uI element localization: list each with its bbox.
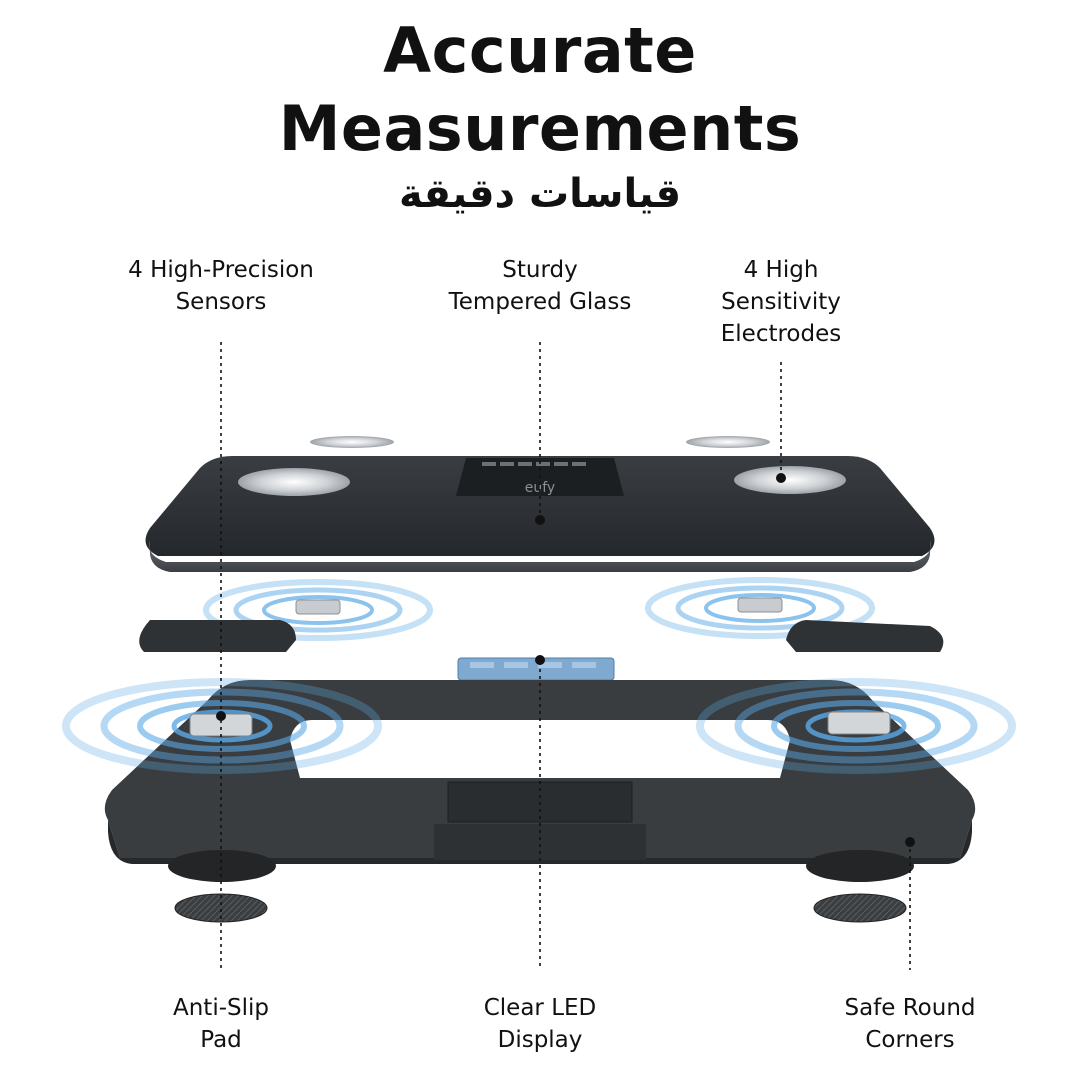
corner-cap-left xyxy=(139,620,296,652)
callout-electrodes-line3: Electrodes xyxy=(720,321,842,347)
callout-sensors-line2: Sensors xyxy=(175,289,267,315)
tempered-glass-top: eufy xyxy=(145,456,935,572)
brand-logo: eufy xyxy=(525,480,555,496)
callout-glass-line1: Sturdy xyxy=(502,257,578,283)
signal-rings-lower-left xyxy=(62,678,382,774)
sensor-icon xyxy=(737,597,783,613)
signal-rings-upper-left xyxy=(203,579,433,641)
callout-leader-lines xyxy=(220,342,911,970)
callout-glass: Sturdy Tempered Glass xyxy=(449,254,632,318)
callout-sensors-line1: 4 High-Precision xyxy=(128,257,314,283)
electrode-icon xyxy=(686,436,770,448)
callout-electrodes-line1: 4 High xyxy=(743,257,819,283)
anti-slip-pad-icon xyxy=(174,893,268,923)
signal-rings-lower-right xyxy=(696,678,1016,774)
electrode-icon xyxy=(310,436,394,448)
signal-rings-upper-right xyxy=(645,577,875,639)
callout-dots xyxy=(216,473,915,847)
anti-slip-pad-icon xyxy=(813,893,907,923)
page-title-line2: Measurements xyxy=(278,92,802,165)
callout-sensors: 4 High-Precision Sensors xyxy=(128,254,314,318)
page-subtitle-arabic: قياسات دقيقة xyxy=(398,171,682,217)
corner-cap-right xyxy=(786,620,944,652)
callout-electrodes-line2: Sensitivity xyxy=(721,289,841,315)
callout-pad: Anti-Slip Pad xyxy=(173,992,269,1056)
electrode-icon xyxy=(238,468,350,496)
callout-corners-line2: Corners xyxy=(865,1027,955,1053)
sensor-icon xyxy=(827,711,891,735)
callout-pad-line2: Pad xyxy=(200,1027,242,1053)
callout-display-line2: Display xyxy=(497,1027,583,1053)
callout-display-line1: Clear LED xyxy=(483,995,597,1021)
callout-display: Clear LED Display xyxy=(484,992,597,1056)
callout-corners: Safe Round Corners xyxy=(844,992,975,1056)
callout-corners-line1: Safe Round xyxy=(844,995,976,1021)
page-title-line1: Accurate xyxy=(383,14,697,87)
sensor-icon xyxy=(295,599,341,615)
callout-electrodes: 4 High Sensitivity Electrodes xyxy=(721,254,842,350)
callout-pad-line1: Anti-Slip xyxy=(173,995,269,1021)
callout-glass-line2: Tempered Glass xyxy=(448,289,632,315)
electrode-icon xyxy=(734,466,846,494)
